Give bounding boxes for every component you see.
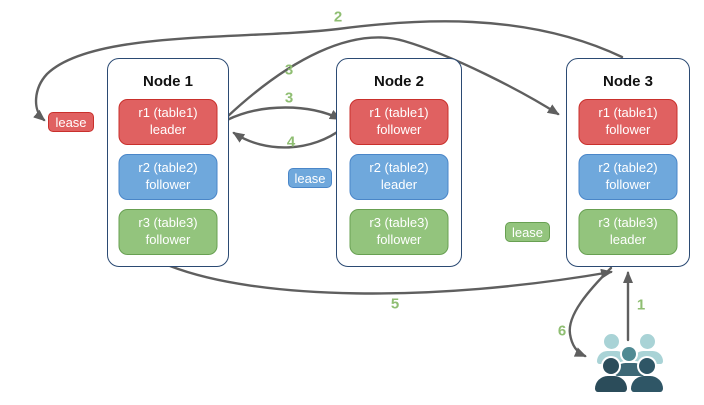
node-1-replica-r3: r3 (table3) follower (118, 209, 218, 255)
node-3: Node 3 r1 (table1) follower r2 (table2) … (566, 58, 690, 267)
lease-chip-red: lease (48, 112, 94, 132)
node-2: Node 2 r1 (table1) follower r2 (table2) … (336, 58, 462, 267)
step-label-3b: 3 (284, 89, 294, 107)
node-3-replica-r1: r1 (table1) follower (578, 99, 678, 145)
node-3-replica-r3: r3 (table3) leader (578, 209, 678, 255)
step-label-4: 4 (286, 133, 296, 151)
lease-chip-green: lease (505, 222, 550, 242)
lease-chip-blue: lease (288, 168, 332, 188)
user-head-icon (639, 358, 655, 374)
replica-name: r2 (table2) (369, 160, 429, 176)
node-2-replica-r2: r2 (table2) leader (349, 154, 449, 200)
replica-name: r2 (table2) (598, 160, 658, 176)
step-label-3a: 3 (284, 61, 294, 79)
node-2-replica-r3: r3 (table3) follower (349, 209, 449, 255)
replica-role: follower (605, 122, 651, 137)
user-torso-icon (631, 376, 663, 392)
user-torso-icon (595, 376, 627, 392)
node-1-title: Node 1 (142, 73, 193, 90)
node-1: Node 1 r1 (table1) leader r2 (table2) fo… (107, 58, 229, 267)
replica-role: leader (380, 177, 418, 192)
replica-role: leader (149, 122, 187, 137)
user-head-icon (640, 334, 655, 349)
replica-name: r1 (table1) (598, 105, 658, 121)
replica-role: leader (609, 232, 647, 247)
node-3-title: Node 3 (602, 73, 653, 90)
node-2-title: Node 2 (373, 73, 424, 90)
step-label-1: 1 (636, 296, 646, 314)
replica-name: r3 (table3) (598, 215, 658, 231)
replica-role: follower (376, 122, 422, 137)
node-2-replica-r1: r1 (table1) follower (349, 99, 449, 145)
replica-name: r3 (table3) (138, 215, 198, 231)
user-head-icon (622, 347, 636, 361)
replica-role: follower (376, 232, 422, 247)
arrow-3-node1-to-node2 (225, 106, 342, 122)
user-head-icon (604, 334, 619, 349)
replica-name: r1 (table1) (369, 105, 429, 121)
replica-role: follower (145, 232, 191, 247)
replica-role: follower (145, 177, 191, 192)
step-label-2: 2 (333, 8, 343, 26)
users-icon (594, 331, 666, 393)
user-head-icon (603, 358, 619, 374)
replica-role: follower (605, 177, 651, 192)
user-torso-icon (615, 363, 645, 376)
node-3-replica-r2: r2 (table2) follower (578, 154, 678, 200)
arrow-5-node1-to-node3 (168, 264, 613, 295)
replica-name: r1 (table1) (138, 105, 198, 121)
replica-name: r2 (table2) (138, 160, 198, 176)
node-1-replica-r1: r1 (table1) leader (118, 99, 218, 145)
step-label-5: 5 (390, 295, 400, 313)
replica-name: r3 (table3) (369, 215, 429, 231)
node-1-replica-r2: r2 (table2) follower (118, 154, 218, 200)
step-label-6: 6 (557, 322, 567, 340)
